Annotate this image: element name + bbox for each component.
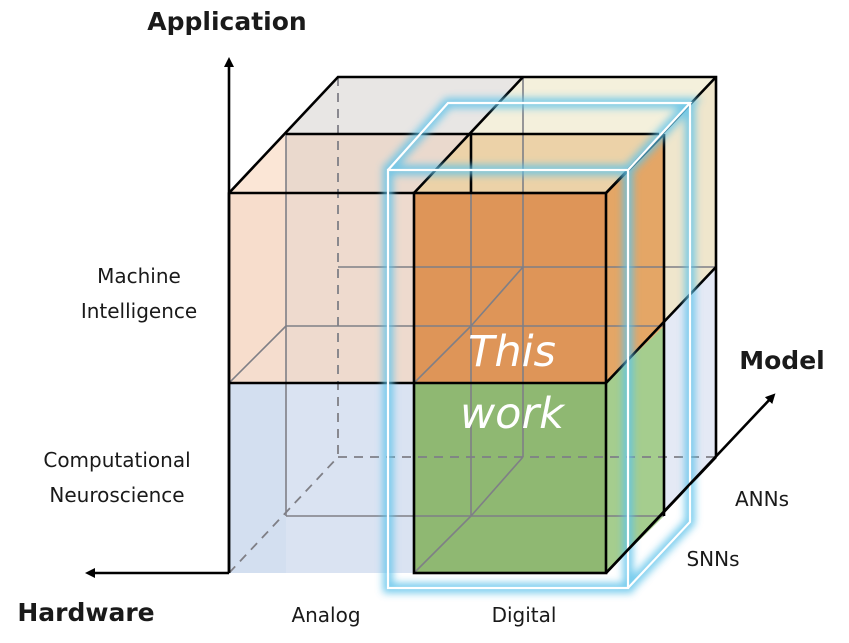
right-side-snn-cn xyxy=(606,326,664,573)
label-neuroscience: Neuroscience xyxy=(49,483,184,507)
this-work-label-line2: work xyxy=(460,389,566,439)
label-intelligence: Intelligence xyxy=(81,299,197,323)
label-machine: Machine xyxy=(97,264,181,288)
label-computational: Computational xyxy=(43,448,190,472)
this-work-highlight-box xyxy=(383,98,702,593)
label-digital: Digital xyxy=(492,603,557,627)
label-analog: Analog xyxy=(291,603,360,627)
analog-inner-shade-mi xyxy=(286,193,414,383)
label-snns: SNNs xyxy=(686,547,739,571)
label-anns: ANNs xyxy=(735,487,789,511)
model-axis xyxy=(605,393,776,574)
application-axis-label: Application xyxy=(147,7,306,36)
model-axis-label: Model xyxy=(739,346,824,375)
cube-top-snn-digital xyxy=(414,134,659,193)
hidden-dashed-edges xyxy=(228,77,716,574)
this-work-label-line1: This xyxy=(468,327,556,377)
right-side-snn-mi xyxy=(606,134,664,383)
hardware-axis-label: Hardware xyxy=(17,598,154,627)
analog-inner-shade-cn xyxy=(286,383,414,573)
